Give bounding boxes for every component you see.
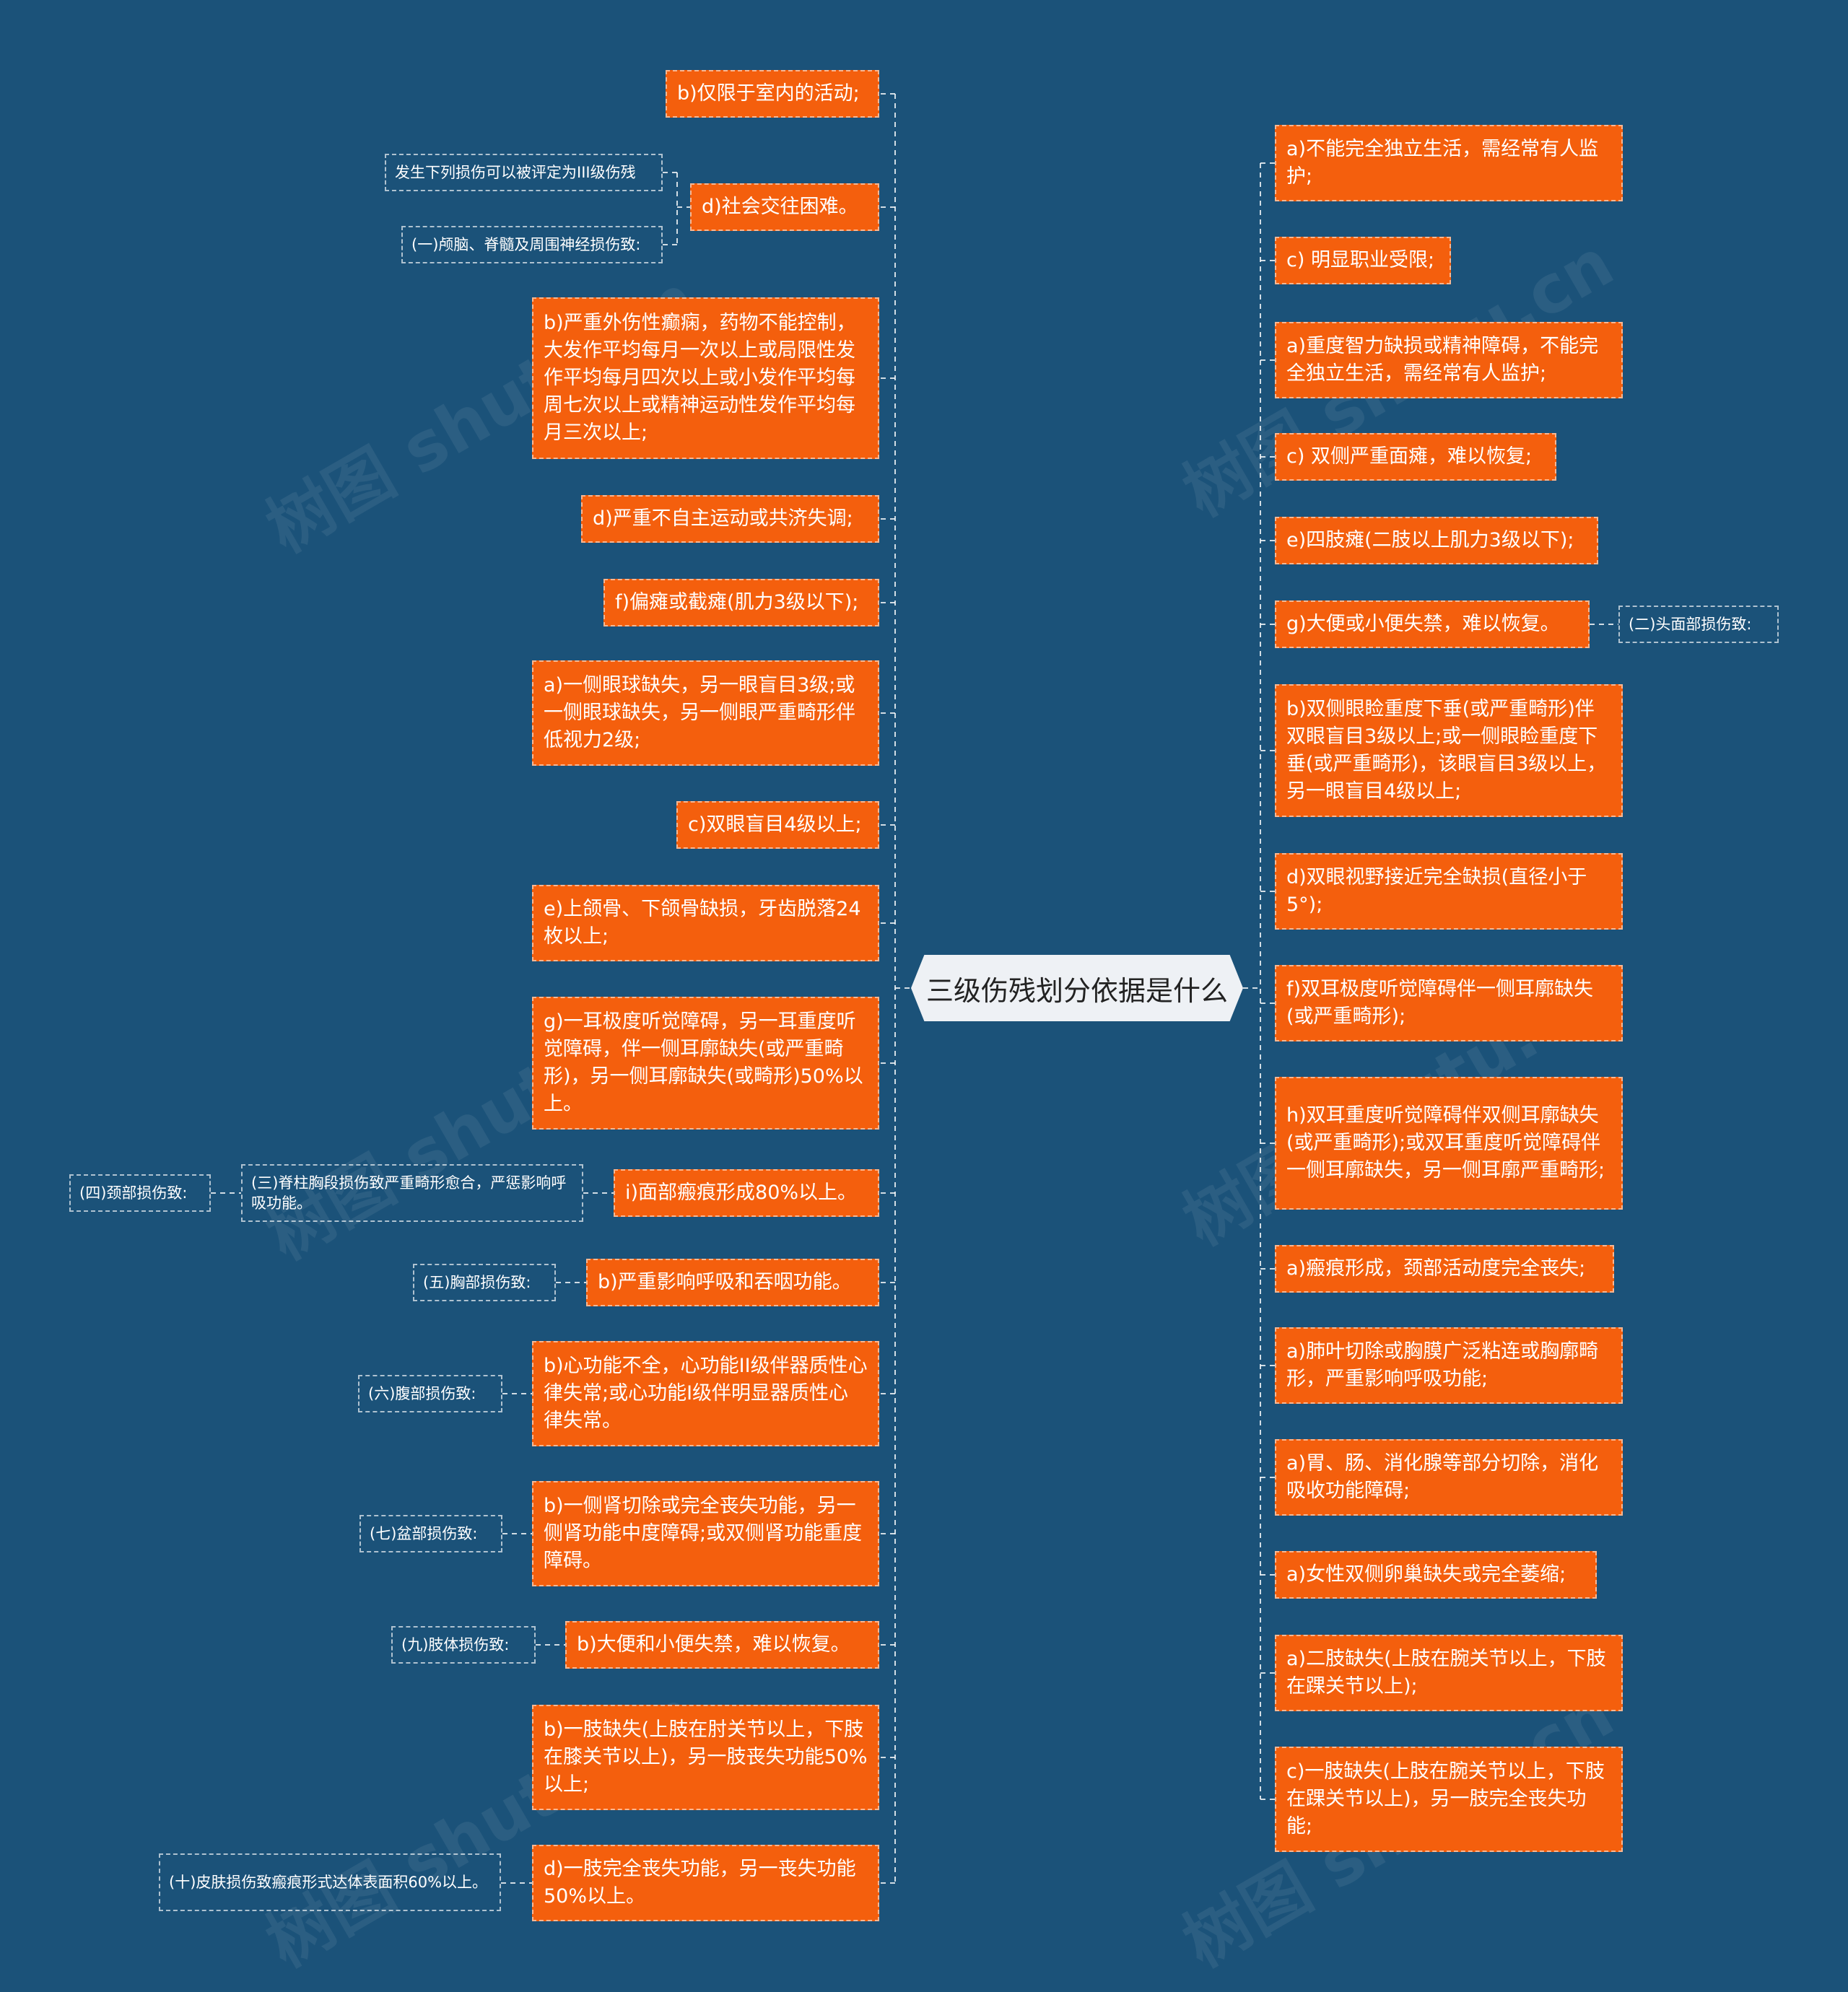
root-topic[interactable]: 三级伤残划分依据是什么 [911, 955, 1243, 1021]
right-node[interactable]: g)大便或小便失禁，难以恢复。 [1275, 600, 1590, 648]
category-tag[interactable]: (六)腹部损伤致: [358, 1375, 502, 1412]
right-node[interactable]: a)胃、肠、消化腺等部分切除，消化吸收功能障碍; [1275, 1439, 1623, 1516]
left-node[interactable]: i)面部瘢痕形成80%以上。 [614, 1169, 879, 1217]
category-tag[interactable]: (四)颈部损伤致: [69, 1174, 211, 1212]
left-node[interactable]: b)严重影响呼吸和吞咽功能。 [586, 1259, 879, 1306]
right-node[interactable]: a)二肢缺失(上肢在腕关节以上，下肢在踝关节以上); [1275, 1635, 1623, 1711]
right-node[interactable]: c) 双侧严重面瘫，难以恢复; [1275, 433, 1556, 481]
right-node[interactable]: h)双耳重度听觉障碍伴双侧耳廓缺失(或严重畸形);或双耳重度听觉障碍伴一侧耳廓缺… [1275, 1077, 1623, 1210]
right-node[interactable]: a)女性双侧卵巢缺失或完全萎缩; [1275, 1551, 1597, 1599]
left-node[interactable]: d)社会交往困难。 [690, 183, 879, 231]
left-node[interactable]: d)一肢完全丧失功能，另一丧失功能50%以上。 [532, 1845, 879, 1921]
right-node[interactable]: b)双侧眼睑重度下垂(或严重畸形)伴双眼盲目3级以上;或一侧眼睑重度下垂(或严重… [1275, 684, 1623, 817]
right-node[interactable]: a)瘢痕形成，颈部活动度完全丧失; [1275, 1245, 1614, 1293]
category-tag[interactable]: (三)脊柱胸段损伤致严重畸形愈合，严惩影响呼吸功能。 [241, 1164, 583, 1222]
category-tag[interactable]: 发生下列损伤可以被评定为III级伤残 [385, 154, 663, 191]
right-node[interactable]: c) 明显职业受限; [1275, 237, 1451, 284]
left-node[interactable]: b)仅限于室内的活动; [666, 70, 879, 118]
right-node[interactable]: a)肺叶切除或胸膜广泛粘连或胸廓畸形，严重影响呼吸功能; [1275, 1327, 1623, 1404]
category-tag[interactable]: (五)胸部损伤致: [413, 1264, 556, 1301]
left-node[interactable]: g)一耳极度听觉障碍，另一耳重度听觉障碍，伴一侧耳廓缺失(或严重畸形)，另一侧耳… [532, 997, 879, 1130]
left-node[interactable]: a)一侧眼球缺失，另一眼盲目3级;或一侧眼球缺失，另一侧眼严重畸形伴低视力2级; [532, 660, 879, 766]
left-node[interactable]: b)一肢缺失(上肢在肘关节以上，下肢在膝关节以上)，另一肢丧失功能50%以上; [532, 1705, 879, 1810]
category-tag[interactable]: (十)皮肤损伤致瘢痕形式达体表面积60%以上。 [159, 1853, 501, 1911]
left-node[interactable]: b)大便和小便失禁，难以恢复。 [565, 1621, 879, 1669]
category-tag[interactable]: (九)肢体损伤致: [391, 1626, 536, 1664]
left-node[interactable]: e)上颌骨、下颌骨缺损，牙齿脱落24枚以上; [532, 885, 879, 961]
category-tag[interactable]: (一)颅脑、脊髓及周围神经损伤致: [401, 226, 663, 263]
right-node[interactable]: a)重度智力缺损或精神障碍，不能完全独立生活，需经常有人监护; [1275, 322, 1623, 398]
right-node[interactable]: f)双耳极度听觉障碍伴一侧耳廓缺失(或严重畸形); [1275, 965, 1623, 1041]
right-node[interactable]: e)四肢瘫(二肢以上肌力3级以下); [1275, 517, 1598, 564]
right-node[interactable]: a)不能完全独立生活，需经常有人监护; [1275, 125, 1623, 201]
left-node[interactable]: b)严重外伤性癫痫，药物不能控制，大发作平均每月一次以上或局限性发作平均每月四次… [532, 297, 879, 459]
left-node[interactable]: c)双眼盲目4级以上; [676, 801, 879, 849]
category-tag[interactable]: (七)盆部损伤致: [359, 1515, 502, 1552]
right-node[interactable]: d)双眼视野接近完全缺损(直径小于5°); [1275, 853, 1623, 930]
left-node[interactable]: d)严重不自主运动或共济失调; [581, 495, 879, 543]
category-tag[interactable]: (二)头面部损伤致: [1618, 606, 1779, 643]
right-node[interactable]: c)一肢缺失(上肢在腕关节以上，下肢在踝关节以上)，另一肢完全丧失功能; [1275, 1747, 1623, 1852]
left-node[interactable]: f)偏瘫或截瘫(肌力3级以下); [603, 579, 879, 626]
left-node[interactable]: b)心功能不全，心功能II级伴器质性心律失常;或心功能I级伴明显器质性心律失常。 [532, 1341, 879, 1446]
left-node[interactable]: b)一侧肾切除或完全丧失功能，另一侧肾功能中度障碍;或双侧肾功能重度障碍。 [532, 1481, 879, 1586]
